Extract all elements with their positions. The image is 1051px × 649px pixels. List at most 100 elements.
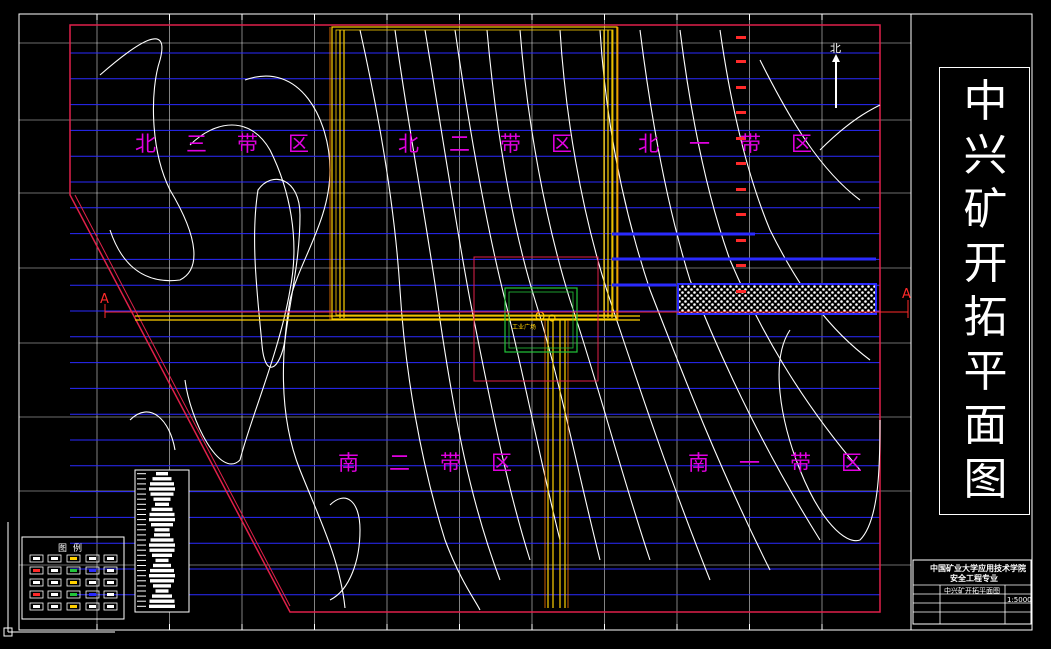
legend-swatch-fill bbox=[51, 569, 58, 572]
stratigraphic-layer bbox=[155, 558, 169, 563]
stratigraphic-layer bbox=[153, 584, 171, 588]
legend-swatch-fill bbox=[89, 581, 96, 584]
title-block bbox=[912, 559, 1032, 625]
legend-swatch bbox=[103, 602, 118, 611]
legend-swatch bbox=[29, 590, 44, 599]
title-block-drawing-name: 中兴矿开拓平面图 bbox=[944, 587, 1000, 595]
stratigraphic-layer bbox=[155, 502, 169, 506]
legend-swatch-fill bbox=[89, 557, 96, 560]
legend-swatch bbox=[66, 602, 81, 611]
zone-label-north2: 北二带区 bbox=[398, 132, 602, 156]
stratigraphic-layer bbox=[149, 487, 175, 491]
legend-swatch-fill bbox=[70, 581, 77, 584]
legend-swatch bbox=[85, 554, 100, 563]
borehole-marker bbox=[736, 213, 746, 216]
legend-swatch bbox=[29, 566, 44, 575]
legend-box bbox=[21, 536, 125, 620]
stratigraphic-layer bbox=[150, 482, 174, 486]
legend-swatch-fill bbox=[51, 605, 58, 608]
mine-boundary-inner-left bbox=[74, 194, 291, 607]
stratigraphic-layer bbox=[156, 472, 168, 476]
grid-horizontal-white-lines bbox=[19, 42, 911, 566]
legend-swatch-fill bbox=[70, 557, 77, 560]
legend-swatch bbox=[103, 590, 118, 599]
title-block-course: 安全工程专业 bbox=[950, 574, 998, 583]
industrial-square-boundary bbox=[473, 256, 599, 382]
stratigraphic-layer bbox=[150, 568, 174, 573]
legend-swatch-fill bbox=[51, 581, 58, 584]
legend-swatch bbox=[66, 590, 81, 599]
stratigraphic-layer bbox=[150, 492, 174, 496]
legend-swatch-fill bbox=[107, 569, 114, 572]
stratigraphic-layer bbox=[155, 589, 169, 593]
stratigraphic-layer bbox=[152, 594, 172, 598]
mine-field-boundary bbox=[69, 24, 881, 613]
legend-swatch bbox=[103, 578, 118, 587]
stratigraphic-layer bbox=[149, 604, 175, 608]
geological-contours bbox=[99, 29, 881, 611]
legend-swatch-fill bbox=[107, 605, 114, 608]
drawing-title-box: 中 兴 矿 开 拓 平 面 图 bbox=[939, 67, 1030, 515]
stratigraphic-layer bbox=[153, 497, 171, 501]
borehole-markers bbox=[736, 36, 746, 293]
legend-swatch-fill bbox=[51, 593, 58, 596]
legend-swatch bbox=[85, 590, 100, 599]
industrial-square-green-outer bbox=[504, 287, 578, 353]
borehole-marker bbox=[736, 111, 746, 114]
borehole-marker bbox=[736, 86, 746, 89]
legend-swatch-fill bbox=[33, 557, 40, 560]
legend-swatch bbox=[85, 566, 100, 575]
grid-vertical-lines bbox=[96, 14, 823, 630]
borehole-marker bbox=[736, 162, 746, 165]
borehole-marker bbox=[736, 264, 746, 267]
borehole-marker bbox=[736, 137, 746, 140]
borehole-marker bbox=[736, 36, 746, 39]
stratigraphic-layer bbox=[151, 507, 173, 512]
stratigraphic-layer bbox=[152, 477, 172, 481]
legend-swatch bbox=[29, 554, 44, 563]
title-char: 拓 bbox=[963, 292, 1008, 343]
zone-label-north1: 北一带区 bbox=[638, 132, 842, 156]
borehole-marker bbox=[736, 60, 746, 63]
title-char: 图 bbox=[963, 454, 1008, 505]
legend-swatch-fill bbox=[33, 569, 40, 572]
title-char: 矿 bbox=[963, 184, 1008, 235]
main-roadways-orange bbox=[329, 27, 619, 608]
title-block-scale: 1:5000 bbox=[1007, 596, 1032, 604]
legend-swatch bbox=[66, 578, 81, 587]
stratigraphic-layer bbox=[149, 517, 175, 522]
industrial-square-green-inner bbox=[508, 291, 574, 349]
legend-swatches bbox=[29, 554, 118, 611]
legend-swatch bbox=[47, 602, 62, 611]
legend-swatch-fill bbox=[107, 581, 114, 584]
stratigraphic-layer bbox=[149, 543, 175, 547]
zone-label-south1: 南一带区 bbox=[688, 451, 892, 475]
legend-swatch-fill bbox=[107, 557, 114, 560]
legend-swatch bbox=[103, 554, 118, 563]
stratigraphic-layer bbox=[150, 538, 174, 542]
north-one-blue-roadways bbox=[612, 232, 876, 287]
legend-swatch-fill bbox=[89, 605, 96, 608]
zone-label-south2: 南二带区 bbox=[338, 451, 542, 475]
legend-swatch bbox=[66, 554, 81, 563]
legend-swatch bbox=[47, 566, 62, 575]
legend-swatch-fill bbox=[70, 593, 77, 596]
legend-swatch bbox=[85, 602, 100, 611]
legend-swatch-fill bbox=[70, 569, 77, 572]
legend-swatch-fill bbox=[33, 581, 40, 584]
legend-swatch-fill bbox=[51, 557, 58, 560]
industrial-square-label: 工业广场 bbox=[512, 324, 537, 331]
title-char: 面 bbox=[963, 400, 1008, 451]
stratigraphic-layer bbox=[150, 579, 174, 583]
legend-swatch-fill bbox=[107, 593, 114, 596]
legend-title: 图例 bbox=[58, 544, 89, 554]
north-label: 北 bbox=[830, 42, 841, 55]
borehole-marker bbox=[736, 239, 746, 242]
north-arrow-head-icon bbox=[832, 54, 840, 62]
legend-swatch bbox=[103, 566, 118, 575]
stratigraphic-layer bbox=[149, 548, 175, 552]
legend-swatch-fill bbox=[89, 569, 96, 572]
working-face-hatched bbox=[677, 283, 877, 315]
zone-label-north3: 北三带区 bbox=[135, 132, 339, 156]
